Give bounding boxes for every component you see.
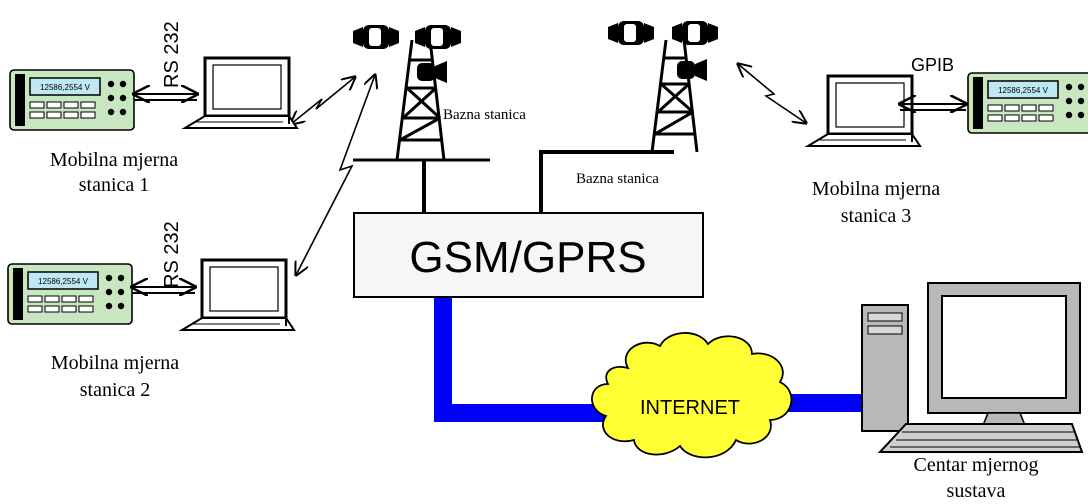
base-station-1-label: Bazna stanica bbox=[443, 107, 526, 123]
mobile-station-1: 12586,2554 V RS 232 Mobilna mjerna stani… bbox=[9, 21, 299, 196]
gsm-gprs-hub: GSM/GPRS bbox=[353, 212, 704, 298]
multimeter-2: 12586,2554 V bbox=[7, 263, 133, 325]
mobile-station-3: GPIB 12586,2554 V Mobilna mjerna stanica… bbox=[806, 55, 1088, 227]
laptop-2 bbox=[180, 258, 296, 332]
mobile-station-2: 12586,2554 V RS 232 Mobilna mjerna stani… bbox=[7, 221, 296, 401]
central-computer bbox=[861, 282, 1084, 453]
gprs-internet-link bbox=[434, 296, 605, 422]
center-name-line2: sustava bbox=[947, 480, 1006, 502]
wireless-link-1 bbox=[291, 77, 355, 124]
center-name-line1: Centar mjernog bbox=[914, 454, 1039, 476]
wireless-link-2 bbox=[296, 75, 375, 275]
multimeter-3: 12586,2554 V bbox=[967, 72, 1088, 134]
internet-label: INTERNET bbox=[640, 397, 740, 419]
laptop-1 bbox=[183, 56, 299, 130]
multimeter-1: 12586,2554 V bbox=[9, 69, 135, 131]
meter-2-reading: 12586,2554 V bbox=[38, 277, 88, 286]
station-2-name-line1: Mobilna mjerna bbox=[51, 352, 179, 374]
station-3-link-label: GPIB bbox=[911, 55, 954, 75]
base-station-2-label: Bazna stanica bbox=[576, 171, 659, 187]
meter-1-reading: 12586,2554 V bbox=[40, 83, 90, 92]
station-2-name-line2: stanica 2 bbox=[80, 379, 151, 401]
station-2-link-label: RS 232 bbox=[161, 221, 183, 288]
base-station-tower-2 bbox=[608, 21, 718, 153]
station-1-name-line2: stanica 1 bbox=[79, 174, 150, 196]
station-3-name-line1: Mobilna mjerna bbox=[812, 178, 940, 200]
internet-cloud: INTERNET bbox=[591, 332, 793, 459]
station-1-link-label: RS 232 bbox=[161, 21, 183, 88]
tower-2-wire bbox=[539, 150, 674, 214]
meter-3-reading: 12586,2554 V bbox=[998, 86, 1048, 95]
wireless-link-3 bbox=[738, 64, 806, 123]
station-3-name-line2: stanica 3 bbox=[841, 205, 912, 227]
station-1-name-line1: Mobilna mjerna bbox=[50, 149, 178, 171]
base-station-tower-1 bbox=[353, 25, 490, 162]
gsm-gprs-label: GSM/GPRS bbox=[409, 233, 646, 282]
